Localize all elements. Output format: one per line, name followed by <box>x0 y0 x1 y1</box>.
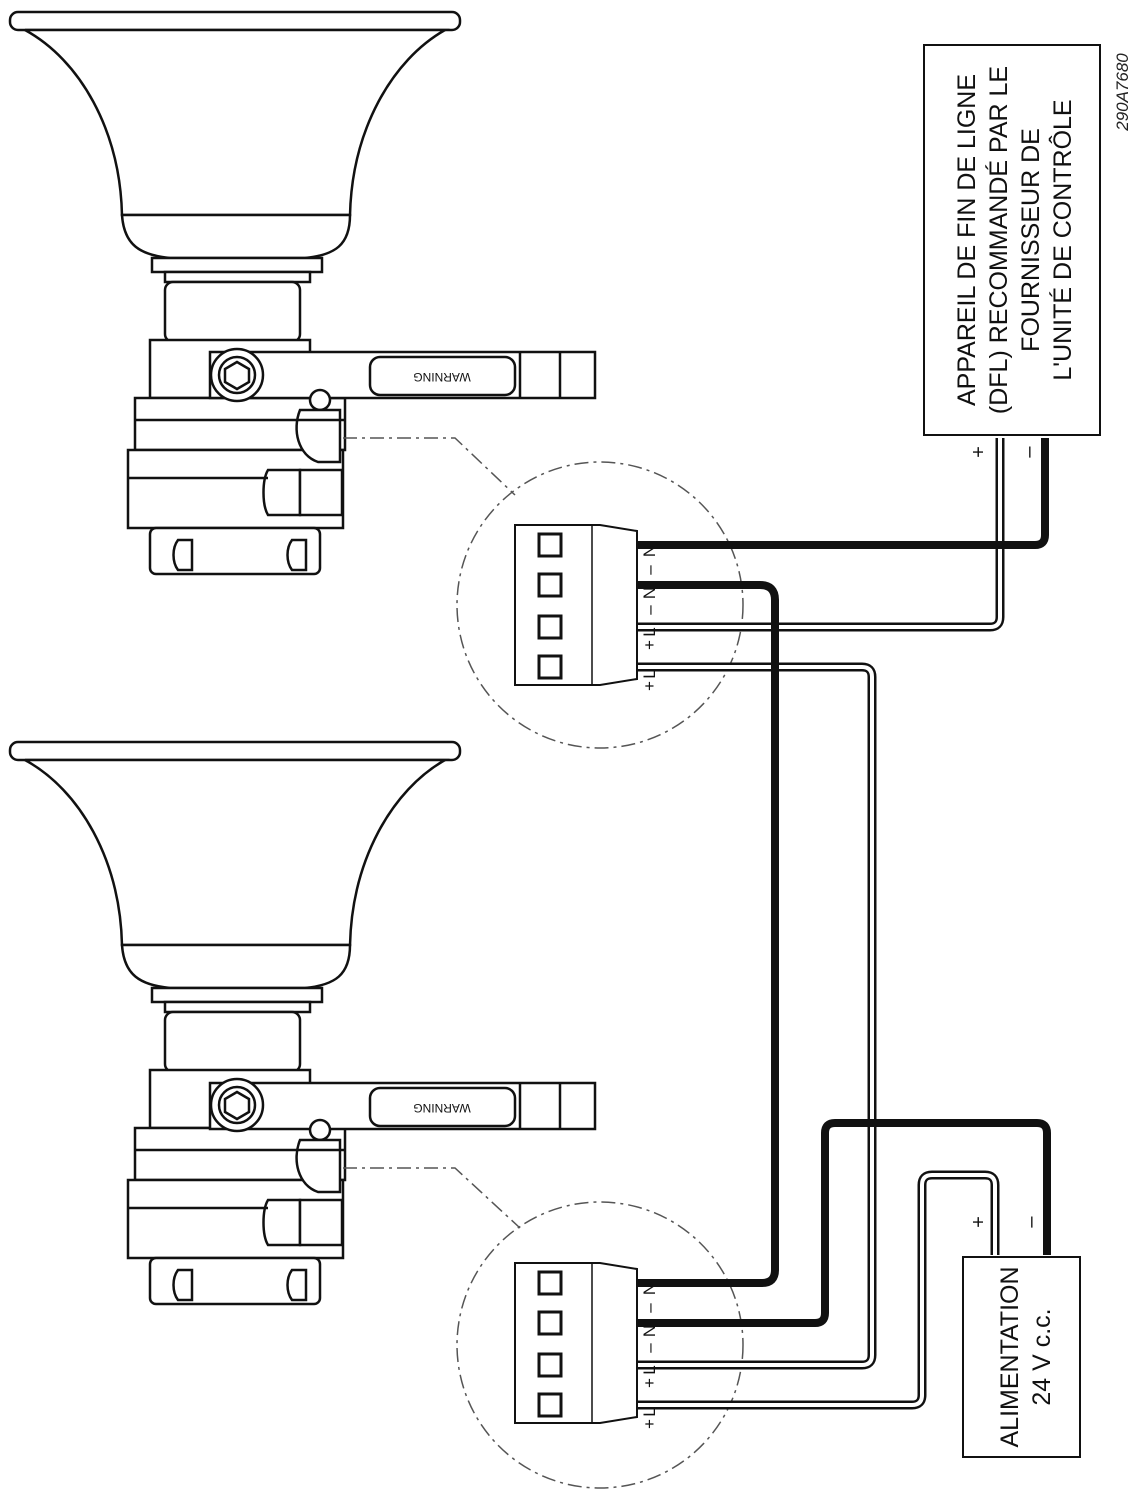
horn-bell <box>24 758 450 947</box>
terminal-labels-2: N – N – L + L + <box>640 1283 659 1429</box>
detail-circle-2 <box>456 1201 744 1489</box>
warning-plate <box>368 355 517 397</box>
negative-wires <box>555 438 1051 1327</box>
wiring <box>555 438 1051 1410</box>
terminal-sign: + <box>640 640 659 650</box>
terminal-sign: – <box>640 565 659 575</box>
power-supply-box: ALIMENTATION 24 V c.c. + – <box>962 1216 1081 1458</box>
warning-plate <box>368 1086 517 1128</box>
horn-bowl <box>120 213 352 260</box>
horn-neck <box>163 280 302 344</box>
warning-label-1: WARNING <box>413 370 471 384</box>
horn-bowl <box>120 943 352 990</box>
horn-rim <box>8 740 462 762</box>
terminal-screws <box>537 532 563 680</box>
dfl-plus-sign: + <box>968 446 990 458</box>
horn-bell <box>24 28 450 217</box>
dfl-label-line-2: (DFL) RECOMMANDÉ PAR LE <box>984 66 1013 414</box>
terminal-block-1 <box>514 524 638 686</box>
power-minus-sign: – <box>1020 1216 1042 1228</box>
terminal-letter: L <box>640 627 659 636</box>
terminal-block-2 <box>514 1262 638 1424</box>
horn-neck <box>163 1010 302 1074</box>
terminal-letter: L <box>640 669 659 678</box>
wire-minus-dfl <box>555 438 1049 549</box>
dfl-box: APPAREIL DE FIN DE LIGNE (DFL) RECOMMAND… <box>923 44 1101 458</box>
terminal-letter: N <box>640 587 659 599</box>
wire-minus-supply <box>555 1119 1051 1327</box>
horn-speaker-1 <box>8 10 597 576</box>
terminal-letter: L <box>640 1407 659 1416</box>
detail-circle-1 <box>456 461 744 749</box>
power-label-line-1: ALIMENTATION <box>996 1266 1024 1447</box>
dfl-minus-sign: – <box>1018 446 1040 458</box>
power-plus-sign: + <box>968 1216 990 1228</box>
leader-line-1 <box>343 437 516 496</box>
terminal-letter: L <box>640 1365 659 1374</box>
terminal-letter: N <box>640 1283 659 1295</box>
terminal-sign: – <box>640 605 659 615</box>
warning-label-2: WARNING <box>413 1101 471 1115</box>
horn-speaker-2 <box>8 740 597 1306</box>
wire-minus-link <box>555 581 779 1287</box>
terminal-sign: – <box>640 1303 659 1313</box>
terminal-sign: + <box>640 1419 659 1429</box>
dfl-label-line-4: L'UNITÉ DE CONTRÔLE <box>1048 99 1077 380</box>
terminal-sign: – <box>640 1343 659 1353</box>
terminal-screws <box>537 1270 563 1418</box>
horn-rim <box>8 10 462 32</box>
terminal-sign: + <box>640 1378 659 1388</box>
terminal-sign: + <box>640 681 659 691</box>
positive-wires <box>555 438 1005 1410</box>
terminal-letter: N <box>640 545 659 557</box>
power-label-line-2: 24 V c.c. <box>1028 1308 1056 1405</box>
terminal-labels-1: N – N – L + L + <box>640 545 659 691</box>
leader-line-2 <box>343 1167 521 1229</box>
terminal-letter: N <box>640 1325 659 1337</box>
dfl-label-line-3: FOURNISSEUR DE <box>1017 128 1045 352</box>
dfl-label-line-1: APPAREIL DE FIN DE LIGNE <box>953 74 981 406</box>
figure-id: 290A7680 <box>1113 53 1132 132</box>
detail-callouts <box>343 437 744 1489</box>
